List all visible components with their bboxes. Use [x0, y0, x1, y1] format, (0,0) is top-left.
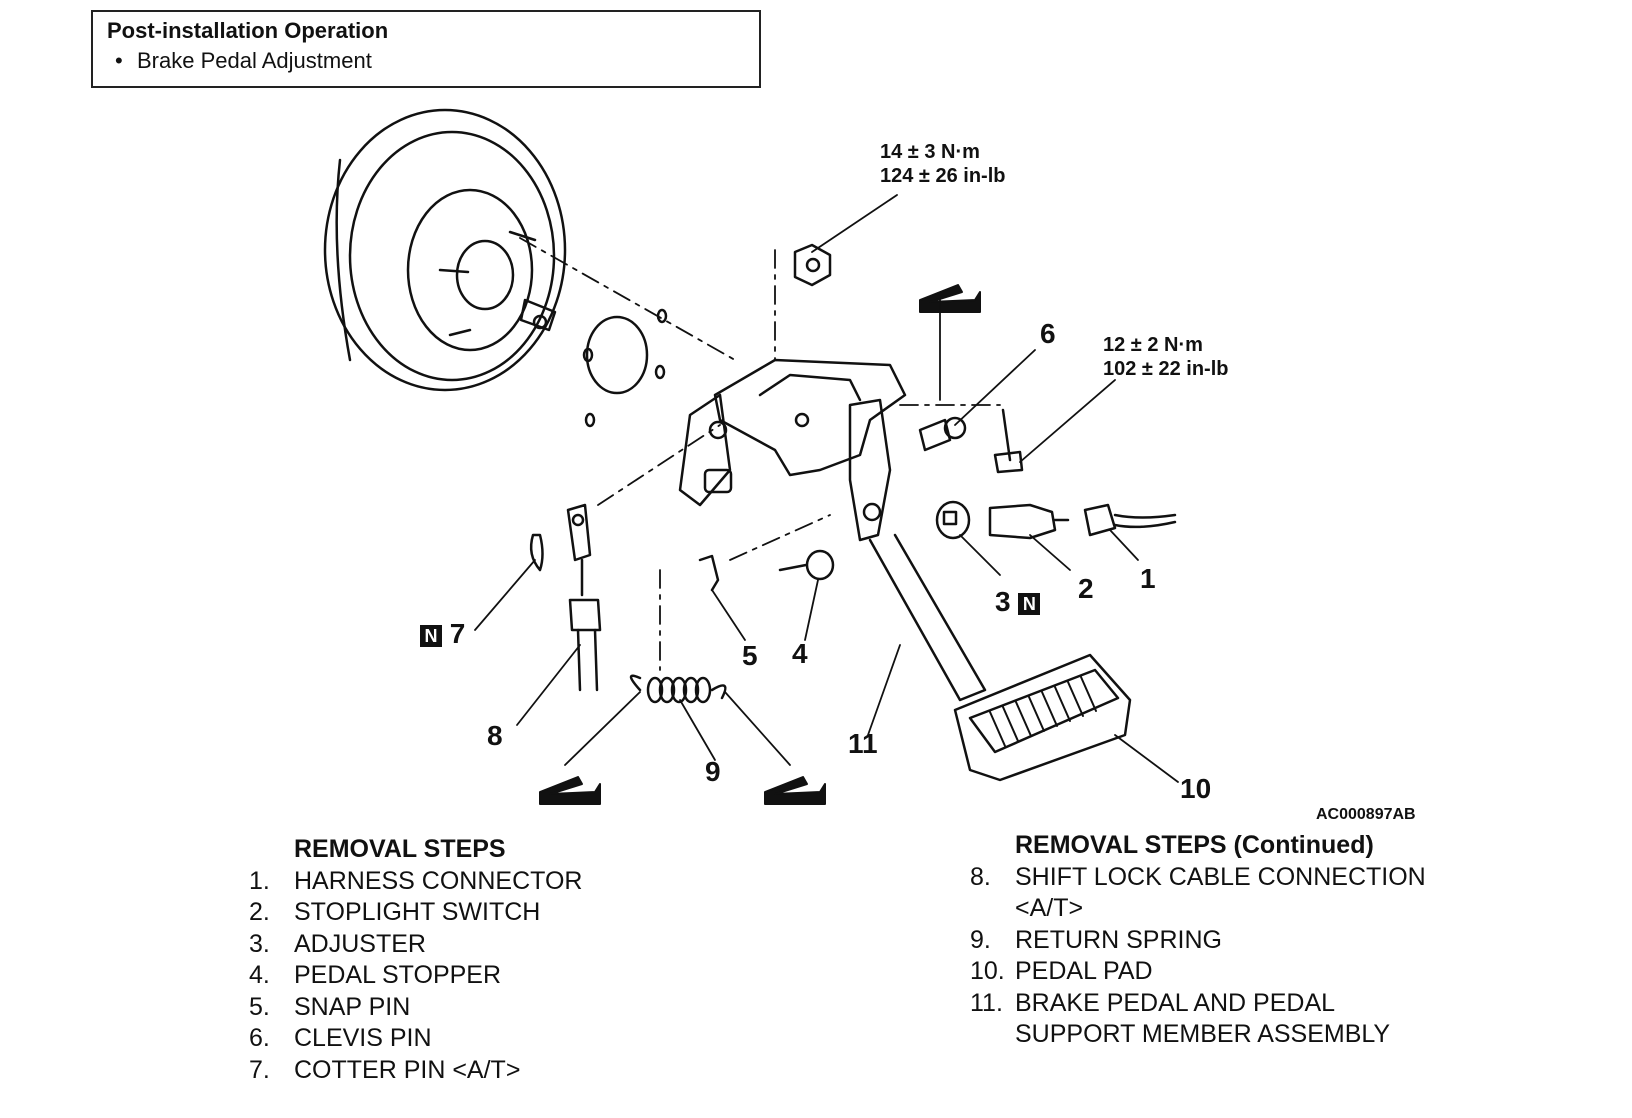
bullet: • [115, 48, 123, 73]
removal-steps-left: REMOVAL STEPS 1. HARNESS CONNECTOR 2. STOP… [249, 834, 679, 1086]
gasket-drawing [582, 308, 668, 428]
step-label-line2: <A/T> [1015, 894, 1084, 922]
step-label: PEDAL STOPPER [294, 961, 502, 989]
grease-symbol-drawing [539, 284, 981, 805]
torque-right-metric: 12 ± 2 N·m [1103, 334, 1203, 356]
step-label: SHIFT LOCK CABLE CONNECTION <A/T> [1015, 862, 1490, 925]
callout-3: 3 N [995, 586, 1041, 617]
return-spring-drawing [629, 674, 727, 704]
step-label-line2: SUPPORT MEMBER ASSEMBLY [1015, 1020, 1391, 1048]
step-label: BRAKE PEDAL AND PEDAL SUPPORT MEMBER ASSE… [1015, 988, 1490, 1051]
callout-4: 4 [792, 638, 808, 669]
step-1: 1. HARNESS CONNECTOR [249, 866, 679, 898]
post-installation-box: Post-installation Operation • Brake Pedal… [91, 10, 761, 88]
step-number: 2. [249, 898, 270, 926]
step-8: 8. SHIFT LOCK CABLE CONNECTION <A/T> [970, 862, 1490, 925]
callout-2: 2 [1078, 573, 1094, 604]
torque-upper-imperial: 124 ± 26 in-lb [880, 165, 1006, 187]
step-number: 11. [970, 988, 1003, 1017]
step-label: COTTER PIN <A/T> [294, 1055, 521, 1084]
torque-spec-upper: 14 ± 3 N·m 124 ± 26 in-lb [880, 140, 1005, 188]
brake-booster-drawing [323, 108, 567, 392]
step-7: 7. COTTER PIN <A/T> [249, 1055, 679, 1087]
step-label: ADJUSTER [294, 929, 426, 958]
step-number: 4. [249, 961, 270, 989]
step-10: 10. PEDAL PAD [970, 956, 1490, 988]
callout-11: 11 [848, 728, 878, 759]
step-label: SNAP PIN [294, 992, 411, 1021]
step-number: 5. [249, 992, 270, 1021]
small-parts-drawing [529, 533, 835, 592]
figure-id: AC000897AB [1316, 806, 1416, 823]
clevis-pin-drawing [918, 408, 1024, 474]
step-label-line1: SHIFT LOCK CABLE CONNECTION [1015, 862, 1426, 891]
step-number: 6. [249, 1024, 270, 1052]
step-label-line1: BRAKE PEDAL AND PEDAL [1015, 988, 1336, 1017]
step-number: 9. [970, 925, 991, 954]
alignment-lines [519, 237, 1001, 671]
step-2: 2. STOPLIGHT SWITCH [249, 897, 679, 929]
removal-steps-heading: REMOVAL STEPS [294, 835, 506, 863]
callout-8: 8 [487, 720, 503, 751]
callout-7: N 7 [420, 620, 465, 648]
stoplight-switch-drawing [935, 500, 1177, 540]
callout-1: 1 [1140, 563, 1156, 594]
step-number: 7. [249, 1055, 270, 1084]
callout-10: 10 [1180, 773, 1212, 804]
torque-spec-right: 12 ± 2 N·m 102 ± 22 in-lb [1103, 333, 1228, 381]
step-label: STOPLIGHT SWITCH [294, 898, 541, 926]
callout-7-number: 7 [449, 618, 466, 649]
nut-drawing [793, 243, 832, 287]
post-installation-item-label: Brake Pedal Adjustment [137, 48, 372, 73]
brake-pedal-drawing [848, 398, 1132, 782]
step-number: 1. [249, 866, 270, 895]
torque-upper-metric: 14 ± 3 N·m [880, 141, 980, 163]
callout-5: 5 [742, 640, 758, 671]
torque-right-imperial: 102 ± 22 in-lb [1103, 358, 1229, 380]
removal-steps-continued-heading: REMOVAL STEPS (Continued) [1015, 831, 1374, 859]
step-3: 3. ADJUSTER [249, 929, 679, 961]
step-number: 10. [970, 957, 1005, 985]
step-label: RETURN SPRING [1015, 925, 1222, 954]
step-5: 5. SNAP PIN [249, 992, 679, 1024]
n-badge-3: N [1018, 592, 1041, 615]
step-label: PEDAL PAD [1015, 957, 1153, 985]
callout-9: 9 [705, 756, 721, 787]
callout-leaders [474, 194, 1179, 783]
step-9: 9. RETURN SPRING [970, 925, 1490, 957]
step-11: 11. BRAKE PEDAL AND PEDAL SUPPORT MEMBER A… [970, 988, 1490, 1051]
step-label: CLEVIS PIN [294, 1024, 432, 1052]
callout-6: 6 [1040, 318, 1056, 349]
step-number: 8. [970, 862, 991, 891]
step-4: 4. PEDAL STOPPER [249, 960, 679, 992]
step-label: HARNESS CONNECTOR [294, 866, 583, 895]
pedal-bracket-drawing [678, 358, 907, 507]
callout-3-number: 3 [995, 586, 1011, 617]
shift-lock-cable-drawing [566, 503, 602, 692]
removal-steps-right: REMOVAL STEPS (Continued) 8. SHIFT LOCK C… [970, 830, 1490, 1051]
step-number: 3. [249, 929, 270, 958]
step-6: 6. CLEVIS PIN [249, 1023, 679, 1055]
post-installation-title: Post-installation Operation [107, 18, 389, 43]
n-badge-7: N [420, 624, 442, 647]
post-installation-item: • Brake Pedal Adjustment [115, 48, 745, 74]
